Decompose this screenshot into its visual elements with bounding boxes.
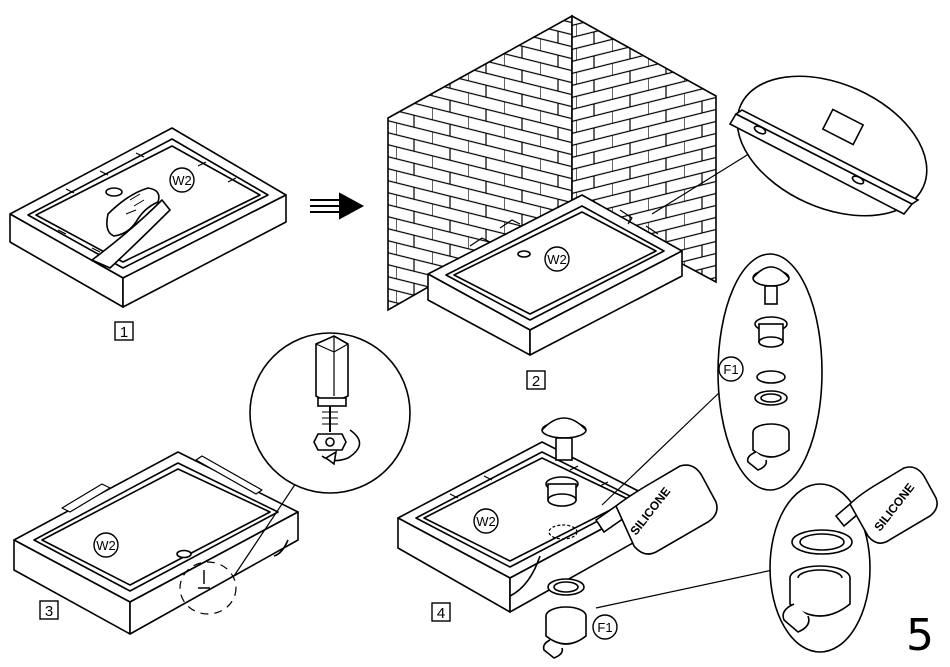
- step-4-callout: W2: [474, 509, 498, 533]
- step-1-callout-label: W2: [172, 173, 192, 188]
- svg-text:1: 1: [120, 324, 128, 341]
- page-number: 5: [906, 610, 934, 661]
- svg-text:W2: W2: [547, 252, 567, 267]
- step-4-tray: [398, 442, 656, 612]
- svg-text:2: 2: [532, 373, 540, 390]
- step-2-label: 2: [527, 371, 545, 390]
- step-1-label: 1: [115, 322, 133, 341]
- svg-text:W2: W2: [476, 514, 496, 529]
- step-3-callout: W2: [94, 533, 118, 557]
- direction-arrow: [310, 194, 362, 218]
- waste-label: F1: [719, 357, 743, 381]
- svg-text:W2: W2: [96, 538, 116, 553]
- waste-label-bottom: F1: [593, 615, 617, 639]
- step-1-tray: [10, 128, 286, 307]
- step-4-label: 4: [432, 603, 450, 622]
- svg-text:F1: F1: [723, 362, 738, 377]
- svg-text:4: 4: [437, 605, 445, 622]
- waste-body: [544, 579, 586, 658]
- svg-text:3: 3: [45, 603, 53, 620]
- svg-text:F1: F1: [597, 620, 612, 635]
- step-2-callout: W2: [545, 247, 569, 271]
- step-1-callout: W2: [170, 168, 194, 192]
- step-3-label: 3: [40, 601, 58, 620]
